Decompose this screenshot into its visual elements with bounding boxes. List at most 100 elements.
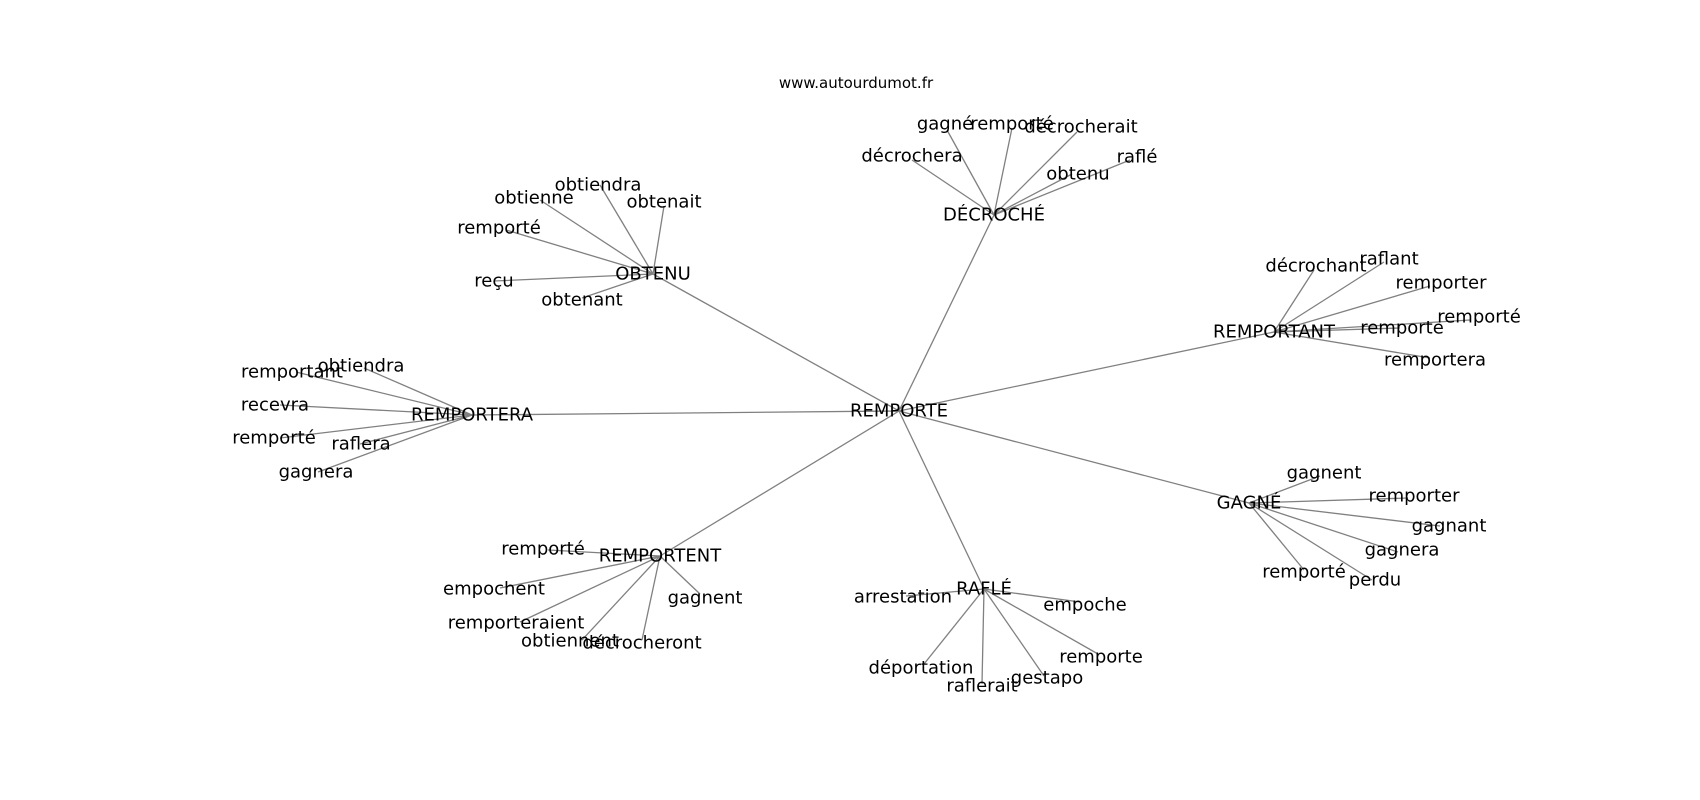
leaf-node-gagne-3[interactable]: gagnera [1365, 540, 1440, 561]
leaf-node-remportent-5[interactable]: décrocheront [582, 633, 701, 654]
edge-remportera-5 [317, 414, 473, 473]
edge-remportent-5 [641, 555, 661, 641]
leaf-node-remportent-4[interactable]: obtiennent [521, 631, 619, 652]
hub-node-decroche[interactable]: DÉCROCHÉ [943, 204, 1045, 226]
hub-node-obtenu[interactable]: OBTENU [615, 264, 691, 285]
edge-obtenu-3 [505, 229, 654, 275]
leaf-node-obtenu-2[interactable]: obtenait [626, 192, 701, 213]
edge-root-obtenu [652, 273, 900, 412]
leaf-node-obtenu-0[interactable]: obtiendra [555, 175, 642, 196]
edge-rafle-5 [983, 588, 1045, 677]
edge-remportera-2 [279, 404, 473, 416]
edge-gagne-1 [1248, 497, 1409, 504]
leaf-node-remportant-4[interactable]: remporte [1360, 318, 1444, 339]
edge-root-rafle [898, 410, 985, 590]
leaf-node-rafle-1[interactable]: empoche [1043, 595, 1126, 616]
edge-obtenu-5 [581, 273, 654, 299]
edge-root-remportant [898, 331, 1275, 412]
leaf-node-remportera-1[interactable]: obtiendra [318, 356, 405, 377]
hub-node-gagne[interactable]: GAGNÉ [1217, 492, 1282, 514]
edge-obtenu-4 [493, 273, 654, 282]
edge-rafle-2 [923, 588, 985, 665]
leaf-node-remportant-5[interactable]: remportera [1384, 350, 1486, 371]
leaf-node-gagne-4[interactable]: remporté [1262, 562, 1346, 583]
leaf-node-remportent-2[interactable]: gagnent [668, 588, 743, 609]
leaf-node-obtenu-3[interactable]: remporté [457, 218, 541, 239]
edge-decroche-4 [993, 173, 1073, 216]
edge-remportant-2 [1273, 285, 1431, 333]
leaf-node-remportant-2[interactable]: remporter [1396, 273, 1488, 294]
edge-remportant-0 [1273, 269, 1315, 333]
edge-remportant-4 [1273, 327, 1401, 333]
leaf-node-rafle-5[interactable]: gestapo [1011, 668, 1083, 689]
leaf-node-obtenu-4[interactable]: reçu [474, 271, 513, 292]
leaf-node-remportera-4[interactable]: raflera [331, 434, 390, 455]
edge-gagne-5 [1248, 502, 1373, 581]
edge-remportant-5 [1273, 331, 1431, 359]
edge-decroche-0 [946, 129, 995, 216]
leaf-node-remportant-3[interactable]: remporté [1437, 307, 1521, 328]
leaf-node-decroche-0[interactable]: gagné [917, 114, 973, 135]
leaf-node-rafle-3[interactable]: remporte [1059, 647, 1143, 668]
edge-decroche-1 [993, 127, 1013, 216]
hub-node-remportent[interactable]: REMPORTENT [599, 546, 722, 567]
leaf-node-gagne-5[interactable]: perdu [1349, 570, 1401, 591]
edge-root-remportent [659, 410, 900, 557]
leaf-node-remportent-0[interactable]: remporté [501, 539, 585, 560]
hub-node-remportera[interactable]: REMPORTERA [411, 405, 534, 426]
edge-remportant-1 [1273, 261, 1385, 333]
edge-gagne-4 [1248, 502, 1305, 571]
leaf-node-gagne-1[interactable]: remporter [1369, 486, 1461, 507]
edge-remportera-3 [279, 414, 473, 439]
edge-decroche-2 [993, 131, 1078, 216]
leaf-node-decroche-4[interactable]: obtenu [1046, 164, 1109, 185]
edge-remportent-1 [499, 555, 661, 589]
root-node[interactable]: REMPORTE [850, 401, 948, 422]
edge-remportant-3 [1273, 319, 1471, 333]
leaf-node-rafle-0[interactable]: arrestation [854, 587, 952, 608]
leaf-node-remportera-0[interactable]: remportant [241, 362, 343, 383]
leaf-node-decroche-2[interactable]: décrocherait [1024, 117, 1137, 138]
edge-remportent-2 [659, 555, 701, 595]
edge-decroche-3 [911, 159, 995, 216]
edge-remportent-0 [547, 549, 661, 557]
leaf-node-rafle-4[interactable]: raflerait [946, 676, 1017, 697]
leaf-node-remportant-1[interactable]: raflant [1359, 249, 1418, 270]
hub-node-remportant[interactable]: REMPORTANT [1213, 322, 1336, 343]
edge-obtenu-1 [539, 199, 654, 275]
leaf-node-remportera-2[interactable]: recevra [241, 395, 309, 416]
edge-root-gagne [898, 410, 1250, 504]
leaf-node-gagne-2[interactable]: gagnant [1412, 516, 1487, 537]
leaf-node-obtenu-5[interactable]: obtenant [541, 290, 622, 311]
edge-rafle-0 [905, 588, 985, 597]
leaf-node-remportant-0[interactable]: décrochant [1265, 256, 1366, 277]
edge-remportera-4 [359, 414, 473, 445]
graph-edges [279, 127, 1471, 685]
edge-remportera-1 [363, 367, 473, 416]
leaf-node-remportera-3[interactable]: remporté [232, 428, 316, 449]
edge-decroche-5 [993, 159, 1131, 216]
edge-root-remportera [471, 410, 900, 416]
edge-gagne-3 [1248, 502, 1399, 553]
source-url: www.autourdumot.fr [779, 74, 934, 92]
edge-rafle-3 [983, 588, 1099, 655]
leaf-node-decroche-1[interactable]: remporté [970, 114, 1054, 135]
edge-remportent-4 [581, 555, 661, 641]
leaf-node-decroche-5[interactable]: raflé [1117, 147, 1158, 168]
leaf-node-obtenu-1[interactable]: obtienne [494, 188, 573, 209]
leaf-node-gagne-0[interactable]: gagnent [1287, 463, 1362, 484]
edge-gagne-2 [1248, 502, 1441, 527]
leaf-node-rafle-2[interactable]: déportation [869, 658, 974, 679]
edge-remportera-0 [295, 371, 473, 416]
edge-gagne-0 [1248, 475, 1321, 504]
leaf-node-remportent-1[interactable]: empochent [443, 579, 545, 600]
edge-remportent-3 [519, 555, 661, 623]
edge-rafle-1 [983, 588, 1081, 603]
hub-node-rafle[interactable]: RAFLÉ [956, 578, 1012, 600]
edge-obtenu-2 [652, 205, 665, 275]
leaf-node-decroche-3[interactable]: décrochera [861, 146, 962, 167]
leaf-node-remportera-5[interactable]: gagnera [279, 462, 354, 483]
leaf-node-remportent-3[interactable]: remporteraient [448, 613, 585, 634]
